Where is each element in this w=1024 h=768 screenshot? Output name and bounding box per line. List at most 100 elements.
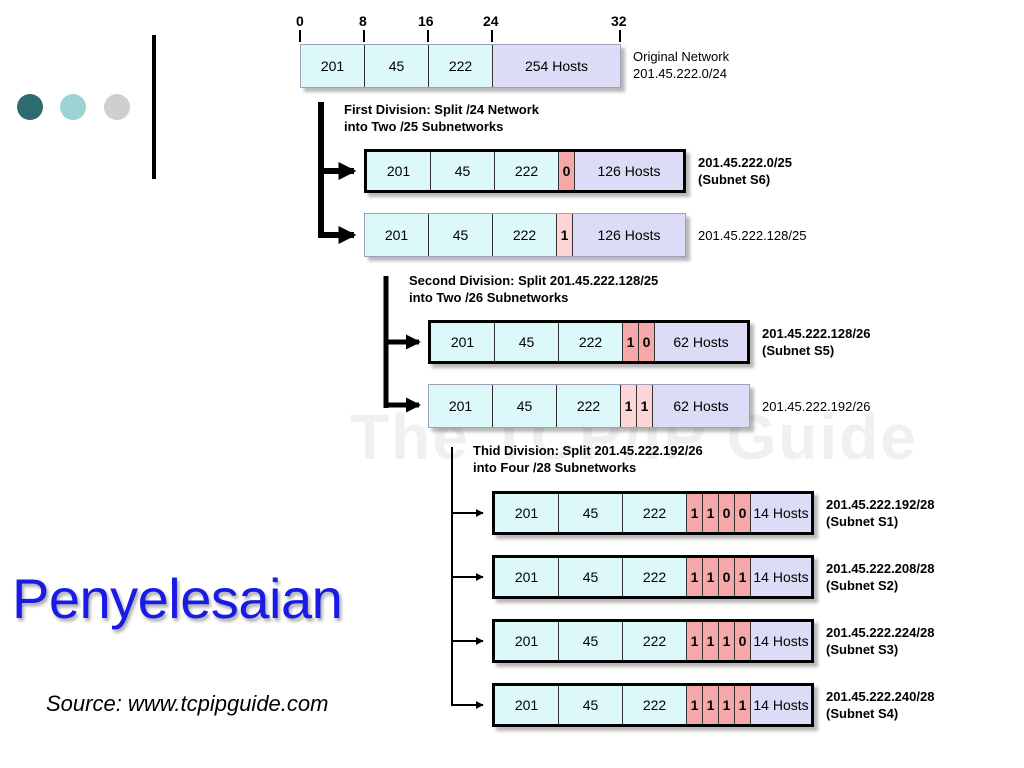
subnet-bit-cell: 1 — [687, 622, 703, 660]
decorative-dot-3 — [104, 94, 130, 120]
hosts-cell: 14 Hosts — [751, 558, 811, 596]
subnet-bit-cell: 1 — [703, 494, 719, 532]
ruler-label-32: 32 — [611, 13, 627, 29]
title-line: First Division: Split /24 Network — [344, 102, 540, 117]
subnet-bit-cell: 1 — [735, 558, 751, 596]
octet-cell: 222 — [623, 686, 687, 724]
subnet-bit-cell: 1 — [735, 686, 751, 724]
octet-cell: 45 — [495, 323, 559, 361]
subnet-bit-cell: 1 — [687, 558, 703, 596]
label-line: 201.45.222.0/25 — [698, 155, 792, 170]
octet-cell: 45 — [429, 214, 493, 256]
octet-cell: 201 — [495, 622, 559, 660]
label-line: Original Network — [633, 49, 730, 64]
octet-cell: 45 — [559, 686, 623, 724]
subnet-bit-cell: 1 — [703, 622, 719, 660]
decorative-dot-1 — [17, 94, 43, 120]
octet-cell: 45 — [431, 152, 495, 190]
octet-cell: 201 — [495, 686, 559, 724]
division-title-2: Second Division: Split 201.45.222.128/25… — [409, 272, 658, 306]
ruler-tick — [363, 30, 365, 42]
subnet-label: 201.45.222.128/25 — [698, 227, 806, 244]
subnet-bit-cell: 0 — [735, 494, 751, 532]
label-line: (Subnet S1) — [826, 514, 899, 529]
octet-cell: 45 — [365, 45, 429, 87]
title-line: into Two /26 Subnetworks — [409, 290, 569, 305]
octet-cell: 201 — [495, 558, 559, 596]
hosts-cell: 62 Hosts — [655, 323, 747, 361]
original-network-bar: 201 45 222 254 Hosts — [300, 44, 621, 88]
label-line: 201.45.222.192/26 — [762, 399, 871, 414]
subnet-bit-cell: 1 — [687, 494, 703, 532]
octet-cell: 201 — [495, 494, 559, 532]
hosts-cell: 126 Hosts — [575, 152, 683, 190]
subnet-bit-cell: 0 — [719, 494, 735, 532]
hosts-cell: 14 Hosts — [751, 686, 811, 724]
ruler-label-16: 16 — [418, 13, 434, 29]
octet-cell: 222 — [429, 45, 493, 87]
subnet-bit-cell: 0 — [559, 152, 575, 190]
label-line: (Subnet S5) — [762, 343, 835, 358]
octet-cell: 222 — [623, 558, 687, 596]
hosts-cell: 254 Hosts — [493, 45, 620, 87]
octet-cell: 222 — [623, 494, 687, 532]
subnet-label: 201.45.222.224/28(Subnet S3) — [826, 624, 934, 658]
label-line: 201.45.222.240/28 — [826, 689, 935, 704]
subnet-bit-cell: 1 — [719, 686, 735, 724]
ruler-tick — [427, 30, 429, 42]
subnet-bit-cell: 1 — [621, 385, 637, 427]
label-line: 201.45.222.0/24 — [633, 66, 727, 81]
octet-cell: 222 — [493, 214, 557, 256]
label-line: 201.45.222.208/28 — [826, 561, 935, 576]
subnet-label: 201.45.222.0/25(Subnet S6) — [698, 154, 792, 188]
division-title-3: Thid Division: Split 201.45.222.192/26 i… — [473, 442, 703, 476]
subnet-bit-cell: 1 — [687, 686, 703, 724]
ruler-label-8: 8 — [359, 13, 367, 29]
title-line: Thid Division: Split 201.45.222.192/26 — [473, 443, 703, 458]
subnet-bit-cell: 1 — [557, 214, 573, 256]
decorative-dot-2 — [60, 94, 86, 120]
label-line: (Subnet S3) — [826, 642, 899, 657]
subnet-bit-cell: 1 — [703, 686, 719, 724]
ruler-tick — [619, 30, 621, 42]
hosts-cell: 14 Hosts — [751, 622, 811, 660]
subnet-bit-cell: 1 — [623, 323, 639, 361]
subnet-label: 201.45.222.192/28 (Subnet S1) — [826, 496, 934, 530]
subnet-label: 201.45.222.128/26(Subnet S5) — [762, 325, 870, 359]
ruler-tick — [491, 30, 493, 42]
octet-cell: 201 — [301, 45, 365, 87]
subnet-bit-cell: 1 — [719, 622, 735, 660]
label-line: 201.45.222.128/25 — [698, 228, 807, 243]
octet-cell: 45 — [559, 622, 623, 660]
hosts-cell: 126 Hosts — [573, 214, 685, 256]
octet-cell: 45 — [559, 494, 623, 532]
octet-cell: 222 — [623, 622, 687, 660]
title-line: into Four /28 Subnetworks — [473, 460, 637, 475]
title-line: into Two /25 Subnetworks — [344, 119, 504, 134]
octet-cell: 222 — [559, 323, 623, 361]
ruler-label-0: 0 — [296, 13, 304, 29]
subnet-bit-cell: 0 — [639, 323, 655, 361]
label-line: (Subnet S4) — [826, 706, 899, 721]
hosts-cell: 62 Hosts — [653, 385, 749, 427]
octet-cell: 45 — [559, 558, 623, 596]
octet-cell: 201 — [367, 152, 431, 190]
subnet-label: 201.45.222.192/26 — [762, 398, 870, 415]
octet-cell: 201 — [431, 323, 495, 361]
subnet-bit-cell: 0 — [719, 558, 735, 596]
subnet-label: 201.45.222.208/28(Subnet S2) — [826, 560, 934, 594]
title-line: Second Division: Split 201.45.222.128/25 — [409, 273, 659, 288]
octet-cell: 45 — [493, 385, 557, 427]
label-line: 201.45.222.192/28 — [826, 497, 935, 512]
decorative-divider — [152, 35, 156, 179]
ruler-tick — [299, 30, 301, 42]
